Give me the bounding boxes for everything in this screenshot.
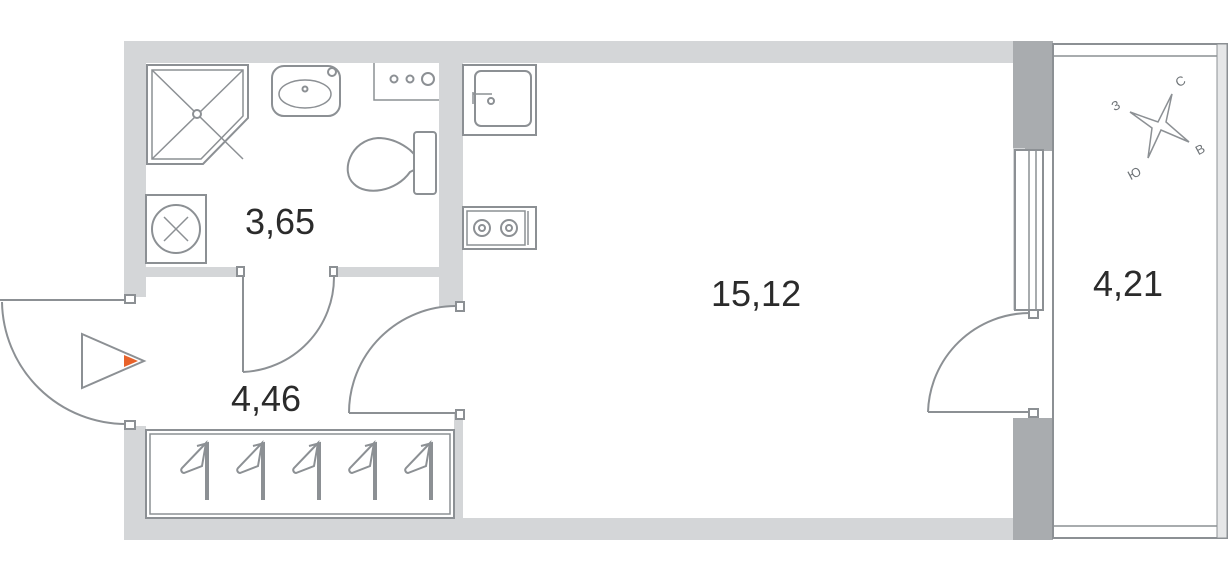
balcony-area-label: 4,21 [1093, 263, 1163, 304]
shower-icon [146, 64, 249, 165]
kitchen-sink-icon [462, 64, 537, 136]
vent-icon [145, 194, 207, 264]
stove-icon [462, 206, 537, 250]
toilet-icon [346, 131, 437, 195]
hanger-icon [348, 439, 377, 500]
hallway-area-label: 4,46 [231, 378, 301, 419]
living-room-door [348, 301, 465, 420]
hanger-icon [180, 439, 209, 500]
balcony-frame [1052, 43, 1228, 539]
sink-icon [271, 65, 341, 117]
entrance-arrow-icon [81, 332, 147, 390]
bathroom-area-label: 3,65 [245, 201, 315, 242]
entrance-door [0, 294, 136, 430]
washing-machine-icon [373, 63, 439, 101]
hangers [180, 439, 433, 500]
hanger-icon [292, 439, 321, 500]
window [1014, 149, 1044, 311]
bathroom-door [236, 266, 338, 373]
hanger-icon [404, 439, 433, 500]
interior-walls [146, 63, 463, 518]
compass-icon: С В Ю З [1109, 72, 1208, 183]
compass-south-label: Ю [1125, 164, 1144, 183]
wardrobe [145, 429, 455, 519]
living-room-area-label: 15,12 [711, 273, 801, 314]
hanger-icon [236, 439, 265, 500]
balcony-door [927, 309, 1039, 418]
